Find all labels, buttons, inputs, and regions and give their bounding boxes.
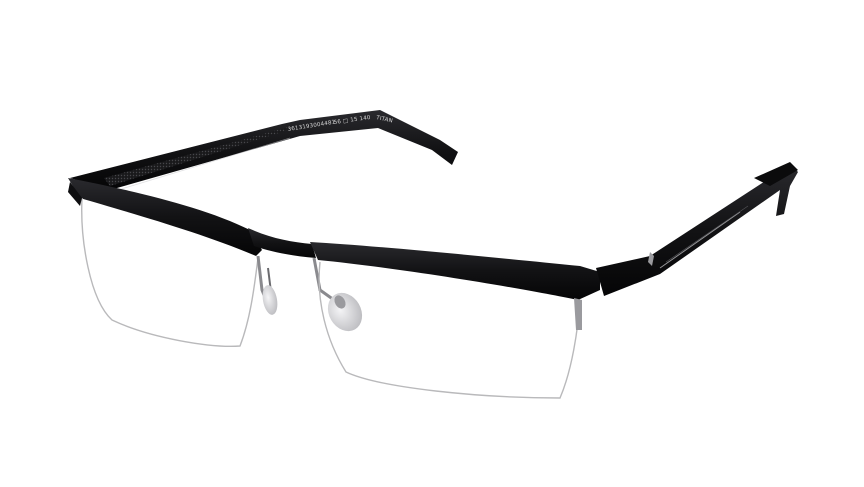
temple-material-text: TITAN [375,115,394,125]
temple-size-text: 56 □ 15 140 [333,115,371,126]
far-temple-arm: 3613193004481 56 □ 15 140 TITAN [70,110,458,191]
left-nose-pad [262,285,278,315]
nose-pads [256,255,363,332]
left-lens [68,178,262,347]
near-temple-arm [596,162,798,296]
logo-icon [648,252,654,266]
right-lens [310,242,600,399]
bridge [248,228,316,258]
